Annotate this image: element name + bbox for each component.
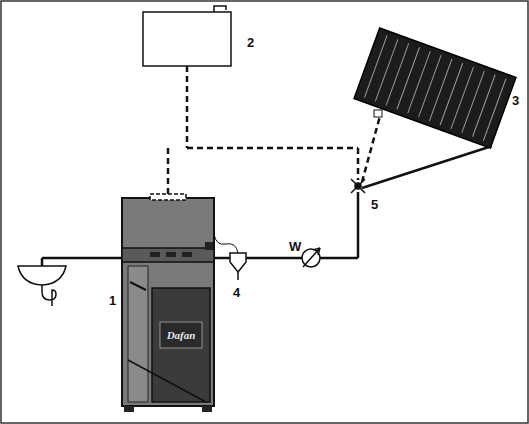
callout-number: 4 bbox=[232, 286, 241, 300]
collector-fin bbox=[429, 59, 452, 121]
collector-fin bbox=[386, 43, 409, 105]
collector-fin bbox=[473, 75, 496, 137]
collector-fin bbox=[462, 71, 485, 133]
callout-number: 2 bbox=[246, 36, 255, 50]
collector-fin bbox=[375, 39, 398, 101]
callout-number: 1 bbox=[108, 294, 117, 308]
brand-logo: Dafan bbox=[167, 329, 196, 341]
callout-number: 5 bbox=[370, 198, 379, 212]
collector-fin bbox=[451, 67, 474, 129]
collector-fin bbox=[419, 55, 442, 117]
callout-number: 3 bbox=[511, 94, 520, 108]
collector-fin bbox=[483, 79, 506, 141]
collector-fin bbox=[440, 63, 463, 125]
collector-fin bbox=[397, 47, 420, 109]
collector-fin bbox=[408, 51, 431, 113]
callout-number: W bbox=[288, 240, 302, 254]
collector-fin bbox=[365, 35, 388, 97]
